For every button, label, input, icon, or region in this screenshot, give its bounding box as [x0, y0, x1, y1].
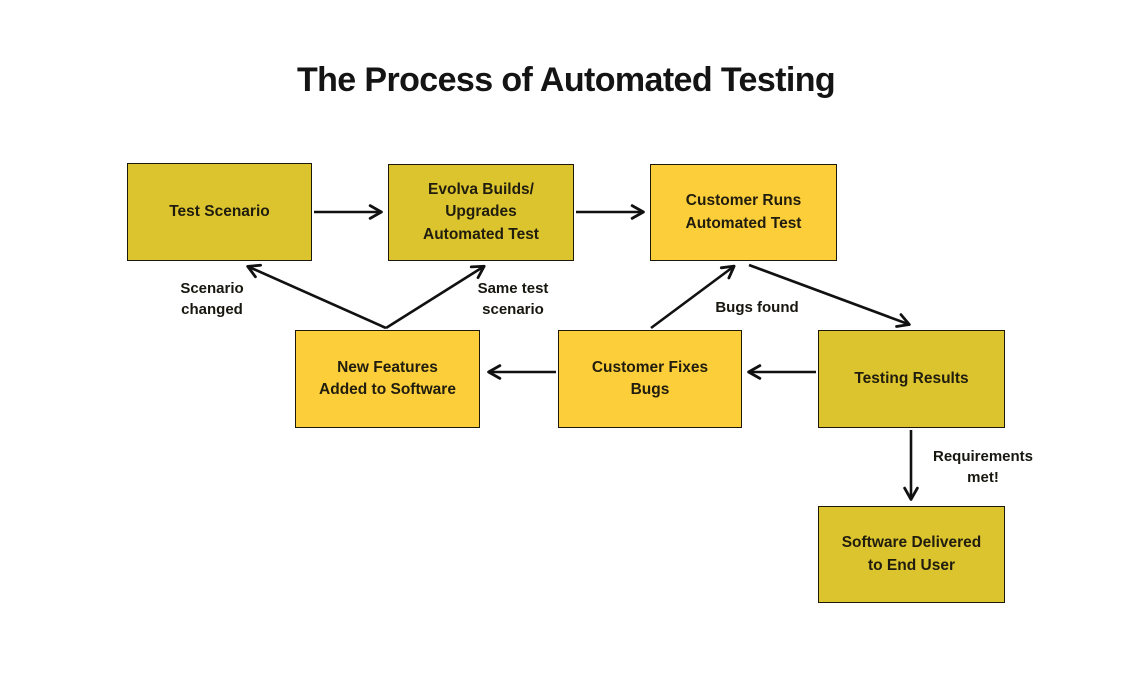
node-testing-results: Testing Results: [818, 330, 1005, 428]
edge-label-scenario-changed: Scenario changed: [180, 280, 244, 318]
edge-label-bugs-found: Bugs found: [715, 299, 799, 316]
node-test-scenario: Test Scenario: [127, 163, 312, 261]
node-test-scenario-label: Test Scenario: [169, 202, 270, 220]
arrow-new-features-to-evolva: [385, 264, 486, 330]
node-customer-fixes-bugs: Customer Fixes Bugs: [558, 330, 742, 428]
arrow-new-features-to-test-scenario: [246, 263, 387, 330]
arrow-customer-fixes-to-customer-runs: [650, 264, 736, 330]
edge-label-requirements-met: Requirements met!: [932, 448, 1034, 486]
node-customer-runs-automated-test: Customer Runs Automated Test: [650, 164, 837, 261]
node-evolva-builds-upgrades-automated-test: Evolva Builds/ Upgrades Automated Test: [388, 164, 574, 261]
node-software-delivered-label: Software Delivered to End User: [841, 534, 982, 574]
node-testing-results-label: Testing Results: [854, 369, 969, 387]
edge-label-same-test-scenario: Same test scenario: [477, 280, 549, 318]
node-new-features-added-to-software: New Features Added to Software: [295, 330, 480, 428]
node-software-delivered-to-end-user: Software Delivered to End User: [818, 506, 1005, 603]
arrow-customer-runs-to-testing-results: [748, 263, 911, 328]
node-evolva-builds-label: Evolva Builds/ Upgrades Automated Test: [423, 180, 539, 243]
node-customer-fixes-label: Customer Fixes Bugs: [591, 358, 709, 398]
node-customer-runs-label: Customer Runs Automated Test: [685, 192, 802, 232]
node-new-features-label: New Features Added to Software: [319, 358, 456, 398]
page-title: The Process of Automated Testing: [296, 61, 836, 99]
